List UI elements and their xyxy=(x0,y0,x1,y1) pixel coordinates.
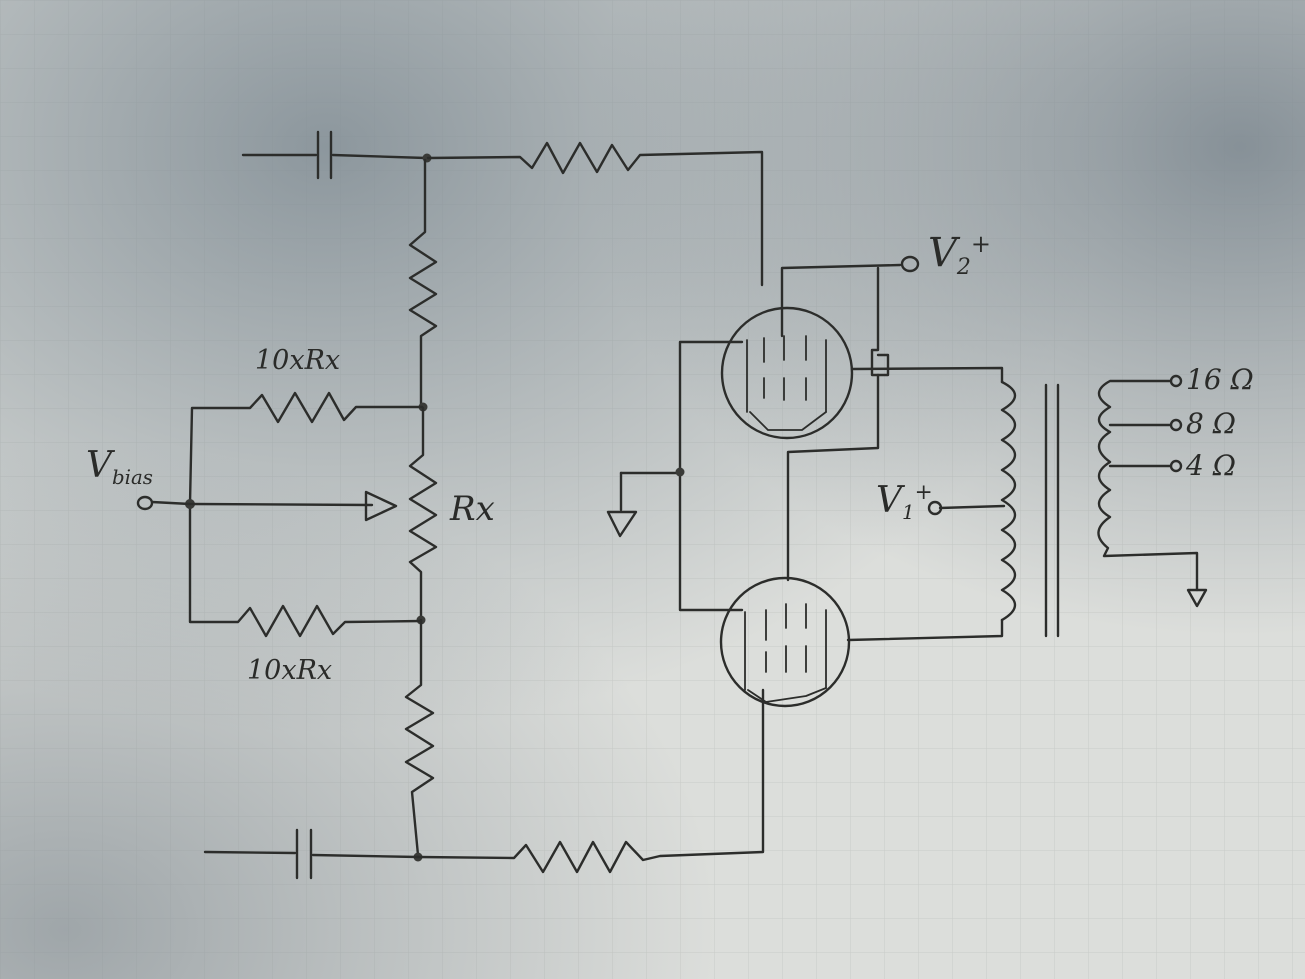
upper-10x-resistor xyxy=(188,391,424,505)
label-tap-4-ohm: 4 Ω xyxy=(1186,449,1236,482)
upper-divider-resistor xyxy=(408,158,438,407)
secondary-tap-terminals xyxy=(1169,374,1183,473)
screen-supply-wire xyxy=(780,255,920,582)
label-pot-rx: Rx xyxy=(450,489,495,529)
label-upper-10x-rx: 10xRx xyxy=(255,345,341,376)
junction-ground xyxy=(675,467,685,477)
transformer-secondary xyxy=(1097,379,1208,608)
lower-input-wire xyxy=(203,828,420,880)
label-tap-8-ohm: 8 Ω xyxy=(1186,407,1236,440)
lower-divider-resistor xyxy=(404,618,435,857)
label-v1-plus: V1+ xyxy=(876,479,933,524)
lower-output-tube xyxy=(719,576,851,708)
bias-input-terminal xyxy=(136,495,192,511)
transformer-core xyxy=(1044,383,1060,638)
upper-output-tube xyxy=(720,306,854,440)
label-v-bias: Vbias xyxy=(86,445,153,489)
upper-grid-resistor xyxy=(426,141,764,287)
lower-10x-resistor xyxy=(188,504,423,638)
potentiometer-rx xyxy=(408,406,438,620)
transformer-primary xyxy=(1000,380,1017,622)
plate-wires xyxy=(846,366,1006,642)
lower-grid-resistor xyxy=(416,688,765,874)
label-lower-10x-rx: 10xRx xyxy=(247,655,333,686)
label-v2-plus: V2+ xyxy=(928,230,991,281)
wiper-arrow xyxy=(190,490,398,522)
label-tap-16-ohm: 16 Ω xyxy=(1186,363,1254,396)
upper-input-wire xyxy=(241,130,428,180)
